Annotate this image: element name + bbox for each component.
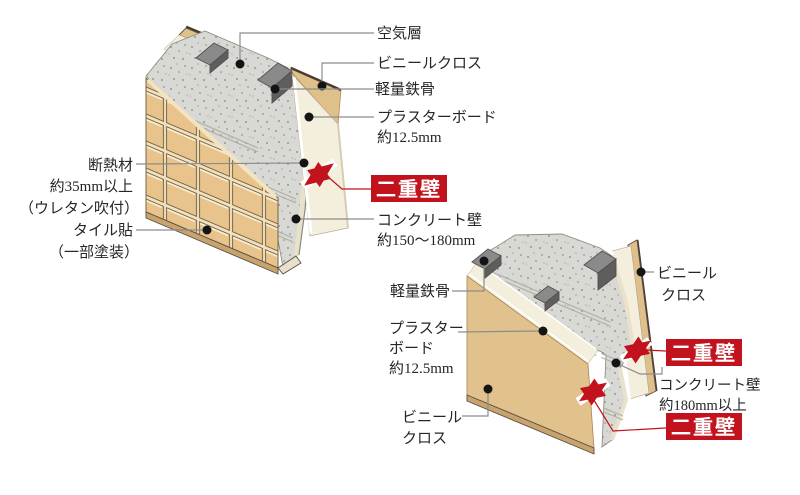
concrete-dot bbox=[611, 358, 621, 368]
plasterboard-label-line1: プラスター bbox=[389, 320, 464, 337]
vinyl-right-dot bbox=[636, 267, 646, 277]
tile-dot bbox=[202, 225, 212, 235]
insulation-dot bbox=[299, 158, 309, 168]
air-gap-arrow-icon bbox=[304, 161, 334, 188]
tile-bottom-lip bbox=[145, 211, 279, 275]
plasterboard-dot bbox=[538, 326, 548, 336]
exterior-wall-diagram: 二重壁 空気層 ビニールクロス 軽量鉄骨 プラスターボード 約12.5mm コン… bbox=[19, 25, 497, 275]
vinyl-right-label-line2: クロス bbox=[661, 287, 706, 304]
air-gap-left bbox=[592, 351, 602, 446]
double-wall-bottom-leader bbox=[591, 396, 667, 432]
double-wall-badge-bottom bbox=[666, 413, 742, 440]
air-gap-sliver bbox=[292, 76, 313, 234]
vinyl-bottom-lip bbox=[466, 394, 595, 455]
steel-frame-leader bbox=[452, 261, 485, 292]
steel-frame-label: 軽量鉄骨 bbox=[375, 81, 435, 98]
double-wall-top-leader bbox=[644, 349, 667, 352]
insulation-leader bbox=[135, 162, 305, 165]
double-wall-badge bbox=[371, 175, 447, 202]
steel-frame-dot bbox=[270, 84, 280, 94]
panel-shade-edge bbox=[337, 123, 349, 229]
concrete-leader bbox=[615, 362, 663, 375]
air-layer-leader bbox=[239, 32, 374, 64]
double-wall-leader bbox=[326, 175, 371, 190]
insulation-label-line1: 断熱材 bbox=[88, 157, 133, 174]
air-layer-dot bbox=[235, 59, 245, 69]
plasterboard-label-line2: ボード bbox=[389, 340, 434, 357]
tile-cut-bevel bbox=[146, 78, 278, 199]
concrete-label-line1: コンクリート壁 bbox=[377, 212, 482, 229]
vinyl-left-dot bbox=[483, 384, 493, 394]
double-wall-badge-top-label: 二重壁 bbox=[671, 341, 737, 365]
concrete-dot bbox=[291, 214, 301, 224]
plasterboard-dot bbox=[304, 112, 314, 122]
plasterboard-label-line1: プラスターボード bbox=[377, 109, 497, 126]
double-wall-badge-label: 二重壁 bbox=[376, 177, 442, 201]
vinyl-top-edge bbox=[290, 66, 342, 92]
air-layer-label: 空気層 bbox=[377, 25, 422, 42]
steel-frame-block bbox=[195, 42, 293, 104]
partition-wall-diagram: 二重壁 二重壁 軽量鉄骨 プラスター ボード 約12.5mm ビニール クロス … bbox=[389, 233, 761, 455]
steel-frame-label: 軽量鉄骨 bbox=[390, 283, 450, 300]
tile-label-line1: タイル貼 bbox=[73, 222, 133, 239]
air-gap-arrow-icon-top bbox=[623, 336, 651, 364]
plasterboard-leader bbox=[457, 330, 544, 333]
vinyl-left-label-line2: クロス bbox=[402, 430, 447, 447]
concrete-right-edge bbox=[610, 255, 635, 349]
concrete-label-line1: コンクリート壁 bbox=[659, 377, 761, 394]
double-wall-badge-top bbox=[666, 339, 742, 366]
plasterboard-label-line3: 約12.5mm bbox=[389, 360, 454, 377]
vinyl-left-leader bbox=[462, 389, 489, 417]
board-sliver-1 bbox=[468, 273, 589, 362]
insulation-label-line2: 約35mm以上 bbox=[50, 178, 133, 195]
vinyl-right-label-line1: ビニール bbox=[657, 265, 717, 282]
vinyl-cloth-dot bbox=[317, 81, 327, 91]
concrete-label-line2: 約150〜180mm bbox=[377, 232, 476, 249]
board-sliver-2 bbox=[477, 262, 597, 350]
double-wall-badge-bottom-label: 二重壁 bbox=[671, 415, 737, 439]
tile-label-line2: （一部塗装） bbox=[49, 243, 139, 261]
concrete-label-line2: 約180mm以上 bbox=[659, 397, 747, 414]
vinyl-cloth-label: ビニールクロス bbox=[377, 55, 482, 72]
concrete-lower-edge bbox=[610, 367, 629, 441]
vinyl-cloth-leader bbox=[321, 62, 374, 86]
air-gap-arrow-icon-bottom bbox=[579, 378, 607, 406]
steel-frame-dot bbox=[479, 256, 489, 266]
vinyl-left-label-line1: ビニール bbox=[402, 409, 462, 426]
plasterboard-label-line2: 約12.5mm bbox=[377, 129, 442, 146]
bottom-cut-strip bbox=[277, 255, 302, 275]
insulation-label-line3: （ウレタン吹付） bbox=[19, 200, 139, 217]
